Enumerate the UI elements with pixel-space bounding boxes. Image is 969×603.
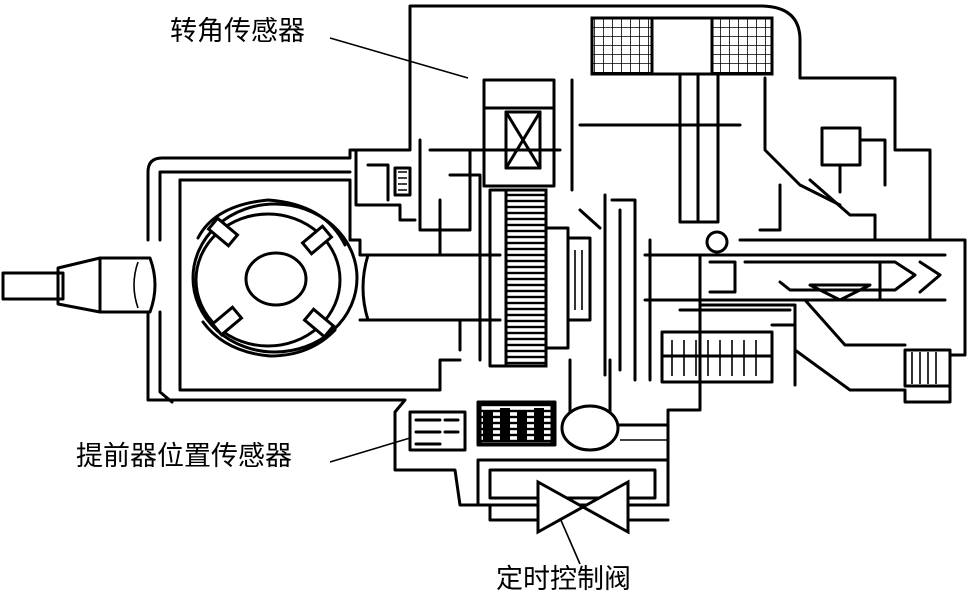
- timer-piston: [408, 358, 670, 452]
- rotation-angle-sensor-label: 转角传感器: [170, 16, 305, 47]
- drive-shaft: [1, 256, 157, 314]
- leader-lines: [329, 37, 581, 565]
- timing-control-valve: [476, 458, 670, 535]
- advance-position-sensor-label: 提前器位置传感器: [76, 441, 292, 472]
- flange-fitting: [354, 148, 417, 222]
- coupling-disk: [578, 193, 652, 382]
- drive-gear: [488, 188, 592, 368]
- rotation-angle-sensor: [418, 78, 742, 362]
- cam-ring: [191, 198, 359, 358]
- plunger-section: [698, 76, 952, 388]
- timing-control-valve-label: 定时控制阀: [496, 564, 631, 595]
- pump-shaft: [361, 253, 947, 322]
- governor-block: [590, 16, 774, 224]
- spring-pack: [660, 308, 797, 387]
